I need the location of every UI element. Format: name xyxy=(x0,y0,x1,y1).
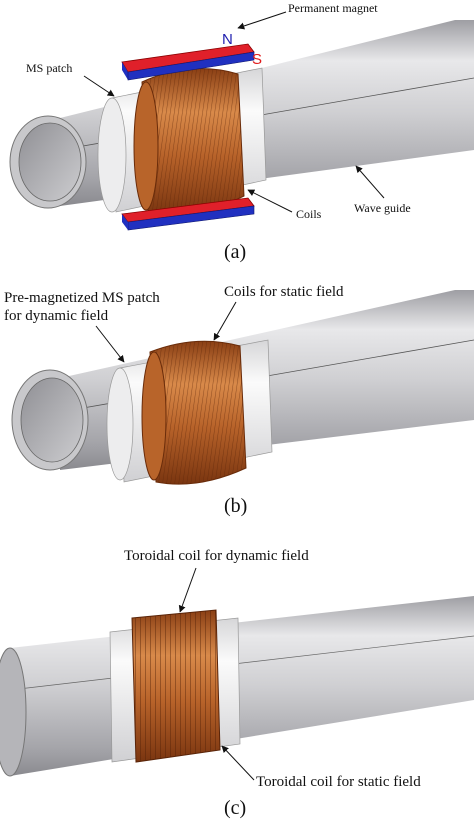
label-wave-guide: Wave guide xyxy=(354,201,411,215)
coil-front-edge-b xyxy=(141,351,167,481)
pipe-end-inner-b xyxy=(20,377,84,463)
label-ms-patch: MS patch xyxy=(26,61,72,75)
caption-a: (a) xyxy=(224,241,246,263)
label-toroidal-dynamic: Toroidal coil for dynamic field xyxy=(124,548,309,564)
arrow-ms-patch xyxy=(83,75,115,97)
pipe-end-c xyxy=(0,647,27,777)
waveguide-seam-c xyxy=(9,635,474,691)
arrow-coils-static xyxy=(213,301,237,341)
ms-patch-edge xyxy=(97,97,127,213)
arrow-toroidal-static xyxy=(221,745,255,781)
label-premag-line2: for dynamic field xyxy=(4,308,109,324)
arrow-coils xyxy=(247,189,293,213)
caption-c: (c) xyxy=(224,797,246,819)
label-toroidal-static: Toroidal coil for static field xyxy=(256,774,421,790)
panel-c: Toroidal coil for dynamic field Toroidal… xyxy=(0,548,474,819)
label-pole-n: N xyxy=(222,31,233,48)
label-premag-line1: Pre-magnetized MS patch xyxy=(4,290,160,306)
pipe-end-inner xyxy=(18,122,82,202)
panel-b: Pre-magnetized MS patch for dynamic fiel… xyxy=(4,284,474,517)
coil-windings xyxy=(142,68,244,214)
magnet-top xyxy=(121,43,255,81)
coil-windings-b xyxy=(150,341,246,485)
arrow-premag xyxy=(95,325,125,363)
label-permanent-magnet: Permanent magnet xyxy=(288,1,378,15)
waveguide-pipe-c xyxy=(10,596,474,776)
arrow-wave-guide xyxy=(355,165,385,199)
panel-a: Permanent magnet N S MS patch Coils Wave… xyxy=(9,1,474,263)
coil-front-edge xyxy=(133,81,159,211)
arrow-toroidal-dynamic xyxy=(178,567,197,613)
ms-patch-edge-b xyxy=(106,367,134,481)
label-coils: Coils xyxy=(296,207,322,221)
toroidal-coil-windings xyxy=(132,610,220,762)
label-coils-static: Coils for static field xyxy=(224,284,344,300)
arrow-permanent-magnet xyxy=(237,11,287,30)
caption-b: (b) xyxy=(224,495,247,517)
label-pole-s: S xyxy=(252,51,262,68)
magnet-bottom xyxy=(121,197,255,231)
